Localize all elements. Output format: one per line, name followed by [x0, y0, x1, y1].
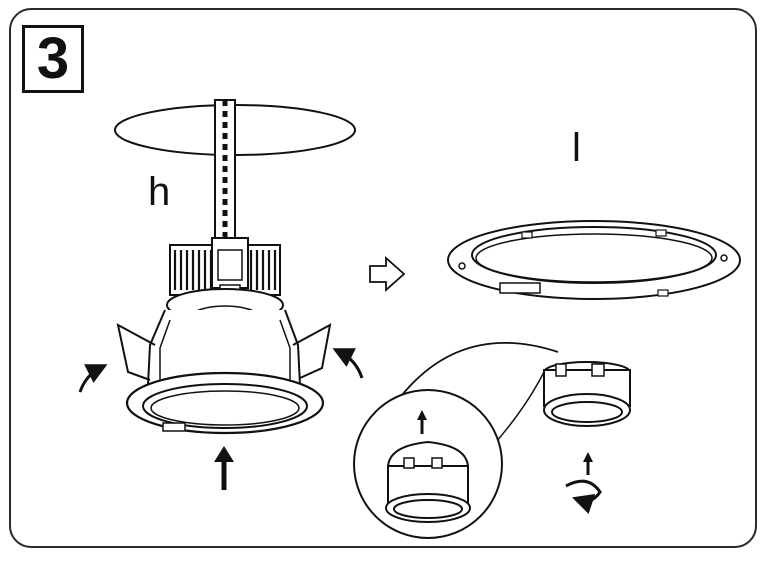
trim-ring: [447, 220, 741, 300]
downlight-fixture: [116, 237, 332, 435]
rotate-arrow-right-icon: [332, 348, 364, 379]
twist-arrow-icon: [565, 452, 602, 514]
part-label-h: h: [148, 170, 171, 214]
part-label-l: l: [572, 126, 581, 170]
step-number-badge: 3: [22, 25, 84, 93]
push-up-arrow-icon: [214, 446, 234, 490]
power-cable: [214, 99, 236, 241]
next-step-arrow-icon: [369, 255, 406, 293]
detail-zoom-callout: [353, 341, 559, 539]
led-module: [543, 361, 631, 427]
step-number: 3: [36, 26, 70, 91]
rotate-arrow-left-icon: [78, 364, 108, 393]
